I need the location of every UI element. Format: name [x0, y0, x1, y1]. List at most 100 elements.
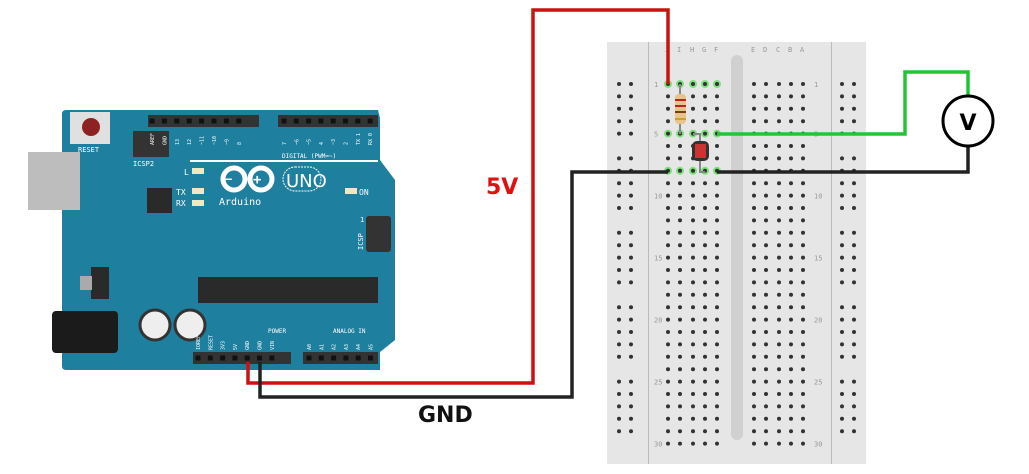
- power-rail-hole[interactable]: [617, 354, 621, 359]
- power-rail-hole[interactable]: [617, 230, 621, 235]
- breadboard-hole[interactable]: [666, 354, 670, 359]
- breadboard-hole[interactable]: [666, 367, 670, 372]
- breadboard-hole[interactable]: [752, 379, 756, 384]
- breadboard-hole[interactable]: [678, 243, 682, 248]
- power-rail-hole[interactable]: [840, 255, 844, 260]
- breadboard-hole[interactable]: [752, 119, 756, 124]
- breadboard-hole[interactable]: [777, 268, 781, 272]
- breadboard-hole[interactable]: [752, 429, 756, 434]
- breadboard-hole[interactable]: [703, 330, 707, 334]
- breadboard-hole[interactable]: [691, 404, 695, 409]
- breadboard-hole[interactable]: [666, 243, 670, 248]
- power-rail-hole[interactable]: [840, 342, 844, 347]
- header-pin[interactable]: [149, 118, 155, 124]
- power-rail-hole[interactable]: [629, 429, 633, 434]
- breadboard-hole[interactable]: [777, 416, 781, 421]
- breadboard-hole[interactable]: [703, 243, 707, 248]
- power-rail-hole[interactable]: [617, 243, 621, 248]
- breadboard-hole[interactable]: [764, 367, 768, 372]
- header-pin[interactable]: [161, 118, 167, 124]
- breadboard-hole[interactable]: [691, 305, 695, 310]
- breadboard-hole[interactable]: [777, 280, 781, 285]
- power-rail-hole[interactable]: [852, 230, 856, 235]
- breadboard-hole[interactable]: [752, 342, 756, 347]
- wire-5v[interactable]: [246, 8, 670, 385]
- power-rail-hole[interactable]: [852, 379, 856, 384]
- power-rail-hole[interactable]: [840, 243, 844, 248]
- breadboard-hole[interactable]: [678, 416, 682, 421]
- breadboard-hole[interactable]: [752, 82, 756, 86]
- breadboard-hole[interactable]: [777, 404, 781, 409]
- breadboard-hole[interactable]: [666, 119, 670, 124]
- power-rail-hole[interactable]: [629, 193, 633, 198]
- breadboard-hole[interactable]: [752, 255, 756, 260]
- breadboard-hole[interactable]: [801, 354, 805, 359]
- breadboard-hole[interactable]: [666, 342, 670, 347]
- breadboard-hole[interactable]: [703, 441, 707, 446]
- header-pin[interactable]: [318, 118, 324, 124]
- wire-signal[interactable]: [717, 70, 970, 136]
- wire-gnd-voltmeter[interactable]: [717, 146, 970, 174]
- breadboard-hole[interactable]: [691, 367, 695, 372]
- power-rail-hole[interactable]: [617, 131, 621, 136]
- breadboard-hole[interactable]: [764, 243, 768, 248]
- header-pin[interactable]: [281, 118, 287, 124]
- breadboard-hole[interactable]: [678, 342, 682, 347]
- breadboard-hole[interactable]: [789, 206, 793, 210]
- breadboard-hole[interactable]: [691, 230, 695, 235]
- breadboard-hole[interactable]: [764, 342, 768, 347]
- breadboard-hole[interactable]: [752, 106, 756, 111]
- breadboard-hole[interactable]: [703, 342, 707, 347]
- breadboard-hole[interactable]: [764, 181, 768, 186]
- power-rail-hole[interactable]: [617, 330, 621, 334]
- breadboard-hole[interactable]: [801, 193, 805, 198]
- breadboard-hole[interactable]: [666, 206, 670, 210]
- breadboard-hole[interactable]: [678, 193, 682, 198]
- breadboard-hole[interactable]: [789, 218, 793, 223]
- breadboard-hole[interactable]: [703, 354, 707, 359]
- breadboard-hole[interactable]: [764, 230, 768, 235]
- breadboard-hole[interactable]: [715, 119, 719, 124]
- breadboard-hole[interactable]: [678, 441, 682, 446]
- breadboard-hole[interactable]: [678, 181, 682, 186]
- breadboard-hole[interactable]: [777, 379, 781, 384]
- power-rail-hole[interactable]: [840, 305, 844, 310]
- breadboard-hole[interactable]: [789, 330, 793, 334]
- breadboard-hole[interactable]: [715, 429, 719, 434]
- breadboard-hole[interactable]: [715, 156, 719, 161]
- breadboard-hole[interactable]: [789, 354, 793, 359]
- breadboard-hole[interactable]: [703, 106, 707, 111]
- breadboard-hole[interactable]: [777, 230, 781, 235]
- header-pin[interactable]: [355, 355, 361, 361]
- breadboard-hole[interactable]: [801, 119, 805, 124]
- power-rail-hole[interactable]: [852, 280, 856, 285]
- breadboard-hole[interactable]: [764, 218, 768, 223]
- breadboard-hole[interactable]: [691, 106, 695, 111]
- breadboard-hole[interactable]: [752, 367, 756, 372]
- breadboard-hole[interactable]: [764, 206, 768, 210]
- breadboard-hole[interactable]: [801, 255, 805, 260]
- power-rail-hole[interactable]: [629, 404, 633, 409]
- breadboard-hole[interactable]: [703, 193, 707, 198]
- breadboard-hole[interactable]: [764, 305, 768, 310]
- breadboard-hole[interactable]: [764, 404, 768, 409]
- power-rail-hole[interactable]: [629, 181, 633, 186]
- breadboard-hole[interactable]: [764, 144, 768, 148]
- breadboard-hole[interactable]: [801, 317, 805, 322]
- power-rail-hole[interactable]: [852, 119, 856, 124]
- power-rail-hole[interactable]: [617, 106, 621, 111]
- power-rail-hole[interactable]: [629, 82, 633, 86]
- breadboard-hole[interactable]: [691, 119, 695, 124]
- breadboard-hole[interactable]: [703, 218, 707, 223]
- breadboard-hole[interactable]: [691, 94, 695, 99]
- breadboard-hole[interactable]: [789, 379, 793, 384]
- breadboard-hole[interactable]: [777, 354, 781, 359]
- breadboard-hole[interactable]: [691, 82, 695, 86]
- breadboard-hole[interactable]: [752, 416, 756, 421]
- breadboard-hole[interactable]: [801, 230, 805, 235]
- breadboard-hole[interactable]: [789, 230, 793, 235]
- breadboard-hole[interactable]: [801, 280, 805, 285]
- breadboard-hole[interactable]: [777, 243, 781, 248]
- breadboard-hole[interactable]: [764, 280, 768, 285]
- power-rail-hole[interactable]: [629, 305, 633, 310]
